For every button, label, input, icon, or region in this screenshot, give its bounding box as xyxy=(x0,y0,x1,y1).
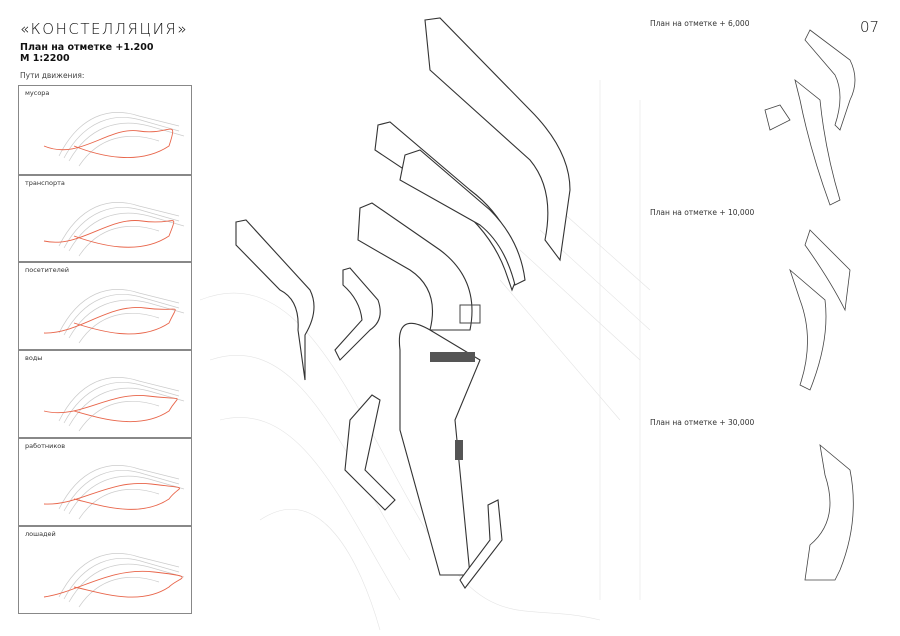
movement-panel: лошадей xyxy=(18,526,192,614)
movement-diagram xyxy=(43,202,185,257)
building-wings xyxy=(235,17,571,589)
movement-panel-label: работников xyxy=(25,442,66,450)
movement-diagram xyxy=(43,112,185,167)
movement-diagram xyxy=(43,553,185,608)
movement-panel-label: воды xyxy=(25,354,43,362)
page-number: 07 xyxy=(860,18,880,36)
movement-panel: мусора xyxy=(18,85,192,175)
plan-scale: М 1:2200 xyxy=(20,53,70,64)
movement-diagram xyxy=(43,377,185,432)
movement-panel-label: транспорта xyxy=(25,179,65,187)
movement-panel-label: мусора xyxy=(25,89,50,97)
level-label-30000: План на отметке + 30,000 xyxy=(650,418,755,427)
movement-panel-label: посетителей xyxy=(25,266,69,274)
level-plans xyxy=(764,29,856,581)
movement-panel: транспорта xyxy=(18,175,192,262)
interior-blocks xyxy=(430,304,481,460)
movement-panel-label: лошадей xyxy=(25,530,56,538)
project-title: «КОНСТЕЛЛЯЦИЯ» xyxy=(20,20,189,38)
movement-panel: работников xyxy=(18,438,192,526)
movement-paths-heading: Пути движения: xyxy=(20,71,85,80)
site-context-lines xyxy=(199,80,651,631)
plan-level-label: План на отметке +1.200 xyxy=(20,42,154,53)
movement-panel: воды xyxy=(18,350,192,438)
movement-diagram xyxy=(43,289,185,344)
movement-panel: посетителей xyxy=(18,262,192,350)
level-label-6000: План на отметке + 6,000 xyxy=(650,19,750,28)
level-label-10000: План на отметке + 10,000 xyxy=(650,208,755,217)
movement-diagram xyxy=(43,465,185,520)
